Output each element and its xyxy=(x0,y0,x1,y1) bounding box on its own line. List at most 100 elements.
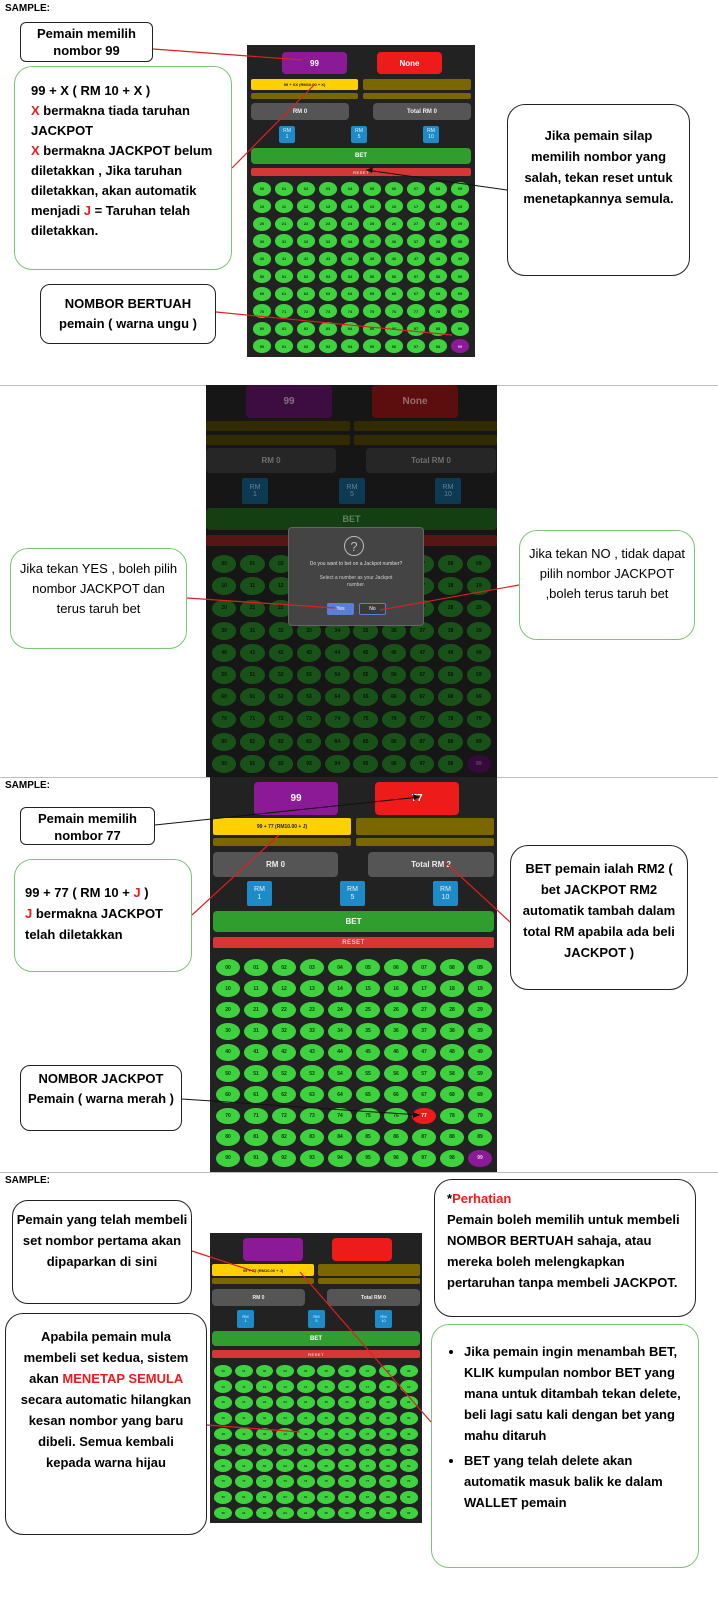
number-ball[interactable]: 55 xyxy=(317,1443,336,1457)
number-cell[interactable]: 30 xyxy=(210,620,238,642)
number-ball[interactable]: 52 xyxy=(268,666,293,684)
number-cell[interactable]: 10 xyxy=(214,978,242,999)
number-ball[interactable]: 96 xyxy=(381,755,407,773)
number-cell[interactable]: 04 xyxy=(326,957,354,978)
number-ball[interactable]: 68 xyxy=(438,688,463,707)
number-cell[interactable]: 90 xyxy=(251,338,273,356)
number-ball[interactable]: 76 xyxy=(338,1475,356,1488)
number-ball[interactable]: 31 xyxy=(243,1022,269,1040)
number-ball[interactable]: 84 xyxy=(327,1128,353,1146)
number-cell[interactable]: 86 xyxy=(382,1127,410,1148)
number-ball[interactable]: 87 xyxy=(406,321,426,336)
number-ball[interactable]: 17 xyxy=(406,199,426,214)
number-cell[interactable]: 75 xyxy=(316,1474,337,1490)
number-cell[interactable]: 52 xyxy=(295,268,317,286)
number-cell[interactable]: 34 xyxy=(326,1021,354,1042)
number-cell[interactable]: 28 xyxy=(438,999,466,1020)
number-ball[interactable]: 57 xyxy=(410,666,435,684)
number-cell[interactable]: 37 xyxy=(410,1021,438,1042)
number-ball[interactable]: 24 xyxy=(340,216,360,231)
number-ball[interactable]: 17 xyxy=(358,1380,377,1393)
number-cell[interactable]: 84 xyxy=(323,731,351,753)
number-ball[interactable]: 90 xyxy=(252,339,272,354)
number-cell[interactable]: 96 xyxy=(383,338,405,356)
number-ball[interactable]: 71 xyxy=(243,1107,269,1125)
number-cell[interactable]: 85 xyxy=(361,320,383,338)
number-cell[interactable]: 41 xyxy=(234,1426,255,1442)
number-cell[interactable]: 33 xyxy=(317,233,339,251)
number-ball[interactable]: 04 xyxy=(296,1364,315,1378)
number-cell[interactable]: 72 xyxy=(270,1105,298,1126)
number-cell[interactable]: 99 xyxy=(466,1148,494,1169)
number-cell[interactable]: 82 xyxy=(267,731,295,753)
number-ball[interactable]: 53 xyxy=(299,1065,325,1083)
number-cell[interactable]: 16 xyxy=(383,198,405,216)
number-ball[interactable]: 00 xyxy=(214,1364,233,1378)
number-ball[interactable]: 54 xyxy=(327,1065,353,1083)
number-cell[interactable]: 54 xyxy=(323,664,351,686)
number-ball[interactable]: 46 xyxy=(384,251,404,266)
number-cell[interactable]: 53 xyxy=(317,268,339,286)
number-cell[interactable]: 01 xyxy=(238,553,266,575)
number-ball[interactable]: 41 xyxy=(235,1427,253,1441)
number-ball[interactable]: 43 xyxy=(318,251,338,266)
number-cell[interactable]: 36 xyxy=(382,1021,410,1042)
number-cell[interactable]: 22 xyxy=(295,215,317,233)
number-ball[interactable]: 76 xyxy=(383,1107,409,1125)
number-cell[interactable]: 33 xyxy=(275,1410,296,1426)
number-cell[interactable]: 54 xyxy=(326,1063,354,1084)
number-ball[interactable]: 03 xyxy=(318,181,338,196)
number-cell[interactable]: 24 xyxy=(326,999,354,1020)
number-cell[interactable]: 21 xyxy=(242,999,270,1020)
number-cell[interactable]: 28 xyxy=(378,1395,399,1411)
number-ball[interactable]: 97 xyxy=(406,339,426,354)
number-ball[interactable]: 61 xyxy=(235,1459,253,1472)
number-cell[interactable]: 76 xyxy=(383,303,405,321)
number-cell[interactable]: 46 xyxy=(383,250,405,268)
number-ball[interactable]: 59 xyxy=(450,269,470,284)
number-ball[interactable]: 32 xyxy=(271,1022,297,1040)
number-ball[interactable]: 44 xyxy=(296,1427,315,1441)
number-ball[interactable]: 66 xyxy=(383,1086,409,1104)
number-cell[interactable]: 55 xyxy=(354,1063,382,1084)
number-cell[interactable]: 02 xyxy=(267,553,295,575)
number-cell[interactable]: 58 xyxy=(438,1063,466,1084)
number-cell[interactable]: 29 xyxy=(466,999,494,1020)
number-cell[interactable]: 43 xyxy=(275,1426,296,1442)
number-cell[interactable]: 17 xyxy=(405,198,427,216)
number-cell[interactable]: 86 xyxy=(380,731,408,753)
number-cell[interactable]: 68 xyxy=(378,1458,399,1474)
number-cell[interactable]: 09 xyxy=(398,1363,419,1379)
number-cell[interactable]: 40 xyxy=(214,1042,242,1063)
bet-set-slot-empty[interactable] xyxy=(213,838,351,846)
number-ball[interactable]: 73 xyxy=(318,304,338,319)
number-ball[interactable]: 66 xyxy=(381,688,407,707)
number-ball[interactable]: 93 xyxy=(318,339,338,354)
number-cell[interactable]: 02 xyxy=(270,957,298,978)
number-ball[interactable]: 95 xyxy=(362,339,382,354)
number-ball[interactable]: 81 xyxy=(240,732,265,751)
number-cell[interactable]: 30 xyxy=(214,1021,242,1042)
number-cell[interactable]: 25 xyxy=(354,999,382,1020)
number-ball[interactable]: 50 xyxy=(211,666,237,684)
number-cell[interactable]: 05 xyxy=(354,957,382,978)
number-cell[interactable]: 11 xyxy=(273,198,295,216)
number-cell[interactable]: 35 xyxy=(361,233,383,251)
lucky-number-ball[interactable]: 99 xyxy=(467,1149,493,1167)
number-cell[interactable]: 57 xyxy=(405,268,427,286)
number-ball[interactable]: 84 xyxy=(325,732,350,751)
number-ball[interactable]: 49 xyxy=(466,644,491,662)
number-cell[interactable]: 69 xyxy=(398,1458,419,1474)
number-cell[interactable]: 71 xyxy=(242,1105,270,1126)
number-cell[interactable]: 56 xyxy=(380,664,408,686)
number-ball[interactable]: 46 xyxy=(381,644,407,662)
number-ball[interactable]: 00 xyxy=(211,555,237,573)
number-ball[interactable]: 87 xyxy=(410,732,435,751)
number-cell[interactable]: 78 xyxy=(438,1105,466,1126)
number-cell[interactable]: 58 xyxy=(378,1442,399,1458)
number-cell[interactable]: 34 xyxy=(295,1410,316,1426)
number-cell[interactable]: 73 xyxy=(317,303,339,321)
number-ball[interactable]: 97 xyxy=(410,755,435,773)
number-ball[interactable]: 88 xyxy=(439,1128,465,1146)
